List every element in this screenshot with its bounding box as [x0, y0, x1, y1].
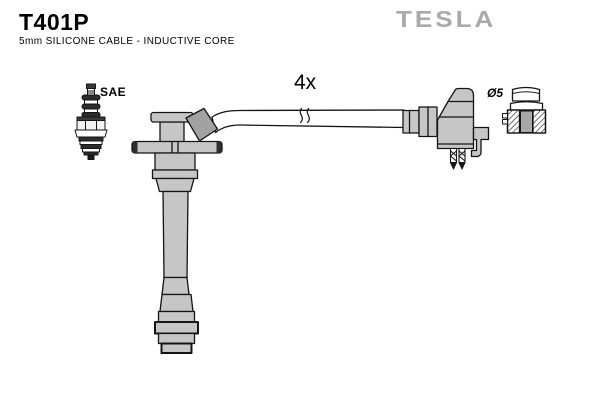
terminal-cap-icon — [502, 86, 547, 134]
ignition-cable-icon — [211, 107, 405, 134]
spark-plug-icon — [74, 83, 108, 160]
tesla-logo: TESLA — [396, 6, 497, 33]
part-number: T401P — [19, 9, 90, 35]
diameter-label: Ø5 — [487, 86, 504, 100]
quantity-label: 4x — [294, 71, 317, 94]
sae-label: SAE — [100, 85, 127, 99]
product-subtitle: 5mm SILICONE CABLE - INDUCTIVE CORE — [19, 36, 235, 47]
coil-connector-icon — [402, 87, 490, 170]
coil-boot-icon — [131, 107, 223, 354]
